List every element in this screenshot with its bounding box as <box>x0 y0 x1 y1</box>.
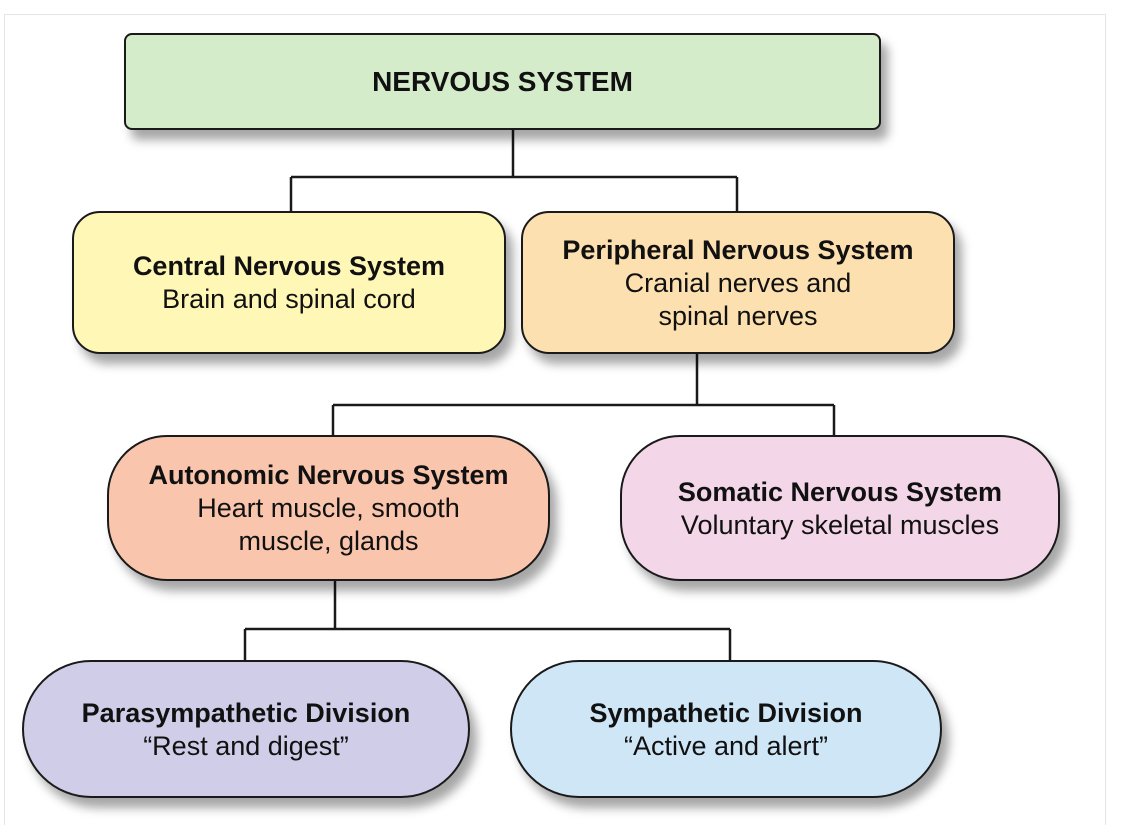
node-title: Somatic Nervous System <box>677 476 1003 507</box>
node-nervous-system: NERVOUS SYSTEM <box>124 33 881 130</box>
node-title: Parasympathetic Division <box>81 697 411 728</box>
node-title: Autonomic Nervous System <box>148 460 509 490</box>
node-description-line: spinal nerves <box>658 300 818 331</box>
node-description: Voluntary skeletal muscles <box>680 509 1000 540</box>
node-peripheral-nervous-system: Peripheral Nervous System Cranial nerves… <box>521 211 955 354</box>
node-sympathetic-division: Sympathetic Division “Active and alert” <box>510 660 942 798</box>
node-autonomic-nervous-system: Autonomic Nervous System Heart muscle, s… <box>107 435 550 581</box>
node-description: “Active and alert” <box>623 730 829 761</box>
connector-peripheral-to-level3 <box>331 354 836 435</box>
node-description-line: Heart muscle, smooth <box>197 493 460 523</box>
node-description-line: muscle, glands <box>238 526 419 556</box>
node-central-nervous-system: Central Nervous System Brain and spinal … <box>72 211 506 354</box>
node-description-line: Cranial nerves and <box>624 267 852 298</box>
node-somatic-nervous-system: Somatic Nervous System Voluntary skeleta… <box>620 435 1060 581</box>
node-title: NERVOUS SYSTEM <box>372 65 633 97</box>
node-title: Central Nervous System <box>132 251 446 281</box>
connector-autonomic-to-divisions <box>243 581 732 660</box>
node-parasympathetic-division: Parasympathetic Division “Rest and diges… <box>22 660 470 798</box>
node-description: Brain and spinal cord <box>162 284 416 314</box>
node-description: “Rest and digest” <box>143 730 349 761</box>
node-title: Peripheral Nervous System <box>562 234 914 265</box>
node-title: Sympathetic Division <box>589 697 863 728</box>
connector-root-to-level2 <box>289 130 739 211</box>
